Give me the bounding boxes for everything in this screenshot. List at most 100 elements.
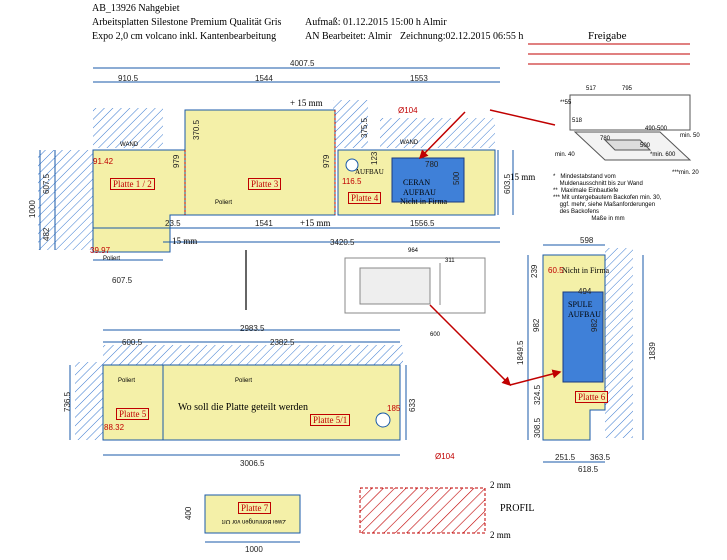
ceran-note: CERAN AUFBAU [403, 178, 436, 197]
right-counter [527, 244, 644, 463]
dim-15mm-right: 15 mm [510, 172, 536, 182]
plus15-mid: +15 mm [300, 218, 331, 228]
dim-375: 375.5 [360, 117, 369, 138]
dim-185: 185 [387, 404, 401, 413]
dim-1849: 1849.5 [516, 340, 525, 365]
plus15-top: + 15 mm [290, 98, 323, 108]
profile-section [359, 487, 486, 534]
dim-123: 123 [370, 151, 379, 165]
dim-1556: 1556.5 [410, 219, 435, 228]
dim-1000: 1000 [28, 200, 37, 218]
order-number: AB_13926 Nahgebiet [92, 3, 180, 14]
dim-3006: 3006.5 [240, 459, 265, 468]
spec-dim: 517 [586, 86, 597, 92]
spec-note-line: * Mindestabstand vom [553, 174, 616, 180]
dim-23: 23.5 [165, 219, 181, 228]
dim-324: 324.5 [533, 384, 542, 405]
dim-2382: 2382.5 [270, 338, 295, 347]
dim-top-total: 4007.5 [290, 59, 315, 68]
spec-notes: * Mindestabstand vom Muldenausschnitt bi… [553, 174, 661, 223]
top-counter [38, 67, 514, 310]
dim-91: 91.42 [93, 157, 114, 166]
spec-note-line: des Backofens [553, 209, 600, 215]
spec-dim: 500 [640, 143, 651, 149]
zeichnung-line: Zeichnung:02.12.2015 06:55 h [400, 31, 524, 42]
dim-363: 363.5 [590, 453, 611, 462]
dim-633: 633 [408, 398, 417, 412]
dim-494: 494 [578, 287, 592, 296]
lower-counter [69, 329, 407, 456]
dim-600b: 600.5 [122, 338, 143, 347]
dim-2983: 2983.5 [240, 324, 265, 333]
spec-note-line: *** Mit untergebautem Backofen min. 30, [553, 195, 662, 201]
poliert-1: Poliert [118, 378, 136, 384]
dim-607: 607.5 [42, 173, 51, 194]
material-line: Arbeitsplatten Silestone Premium Qualitä… [92, 17, 282, 28]
poliert-3: Poliert [215, 200, 233, 206]
spec-note-line: Muldenausschnitt bis zur Wand [553, 181, 643, 187]
dim-d104b: Ø104 [435, 452, 455, 461]
dim-607b: 607.5 [112, 276, 133, 285]
label-platte-4: Platte 4 [348, 192, 382, 204]
dim-500: 500 [452, 171, 461, 185]
dim-618: 618.5 [578, 465, 599, 474]
cooktop-spec-sketch [569, 94, 692, 161]
dim-60: 60.5 [548, 266, 564, 275]
dim-400: 400 [184, 506, 193, 520]
dim-1839: 1839 [648, 342, 657, 360]
sink-sketch [344, 257, 486, 314]
nicht-firma-right: Nicht in Firma [562, 266, 610, 275]
spec-dim: 518 [572, 118, 583, 124]
spec-dim: min. 40 [555, 152, 575, 158]
dim-370: 370.5 [192, 119, 201, 140]
dim-239: 239 [530, 264, 539, 278]
dim-964: 964 [408, 248, 419, 254]
spec-dim: ***min. 20 [672, 170, 699, 176]
dim-2mm-a: 2 mm [490, 480, 511, 490]
dim-308: 308.5 [533, 417, 542, 438]
dim-600: 600 [430, 332, 441, 338]
poliert-4: Poliert [103, 256, 121, 262]
dim-1000b: 1000 [245, 545, 263, 554]
spec-dim: 795 [622, 86, 633, 92]
label-platte-7: Platte 7 [238, 502, 272, 514]
aufmass-line: Aufmaß: 01.12.2015 15:00 h Almir [305, 17, 447, 28]
dim-88: 88.32 [104, 423, 125, 432]
dim-598: 598 [580, 236, 594, 245]
spec-dim: min. 50 [680, 133, 700, 139]
dim-116: 116.5 [342, 177, 362, 186]
spec-dim: 780 [600, 136, 611, 142]
spec-dim: 490-500 [645, 126, 668, 132]
dim-1553: 1553 [410, 74, 428, 83]
nicht-firma-top: Nicht in Firma [400, 197, 448, 206]
bearbeiter-line: AN Bearbeitet: Almir [305, 31, 392, 42]
dim-982a: 982 [532, 318, 541, 332]
dim-603: 603.5 [503, 173, 512, 194]
label-platte-5: Platte 5 [116, 408, 150, 420]
spec-note-line: ggf. mehr, siehe Maßanforderungen [553, 202, 656, 208]
red-arrows [418, 109, 562, 387]
wand-top: WAND [120, 142, 139, 148]
dim-1544: 1544 [255, 74, 273, 83]
platte-7-shape [204, 494, 301, 543]
freigabe-title: Freigabe [588, 30, 627, 42]
dim-2mm-b: 2 mm [490, 530, 511, 540]
dim-39: 39.97 [90, 246, 111, 255]
dim-311: 311 [445, 258, 455, 264]
dim-d104-top: Ø104 [398, 106, 418, 115]
poliert-2: Poliert [235, 378, 253, 384]
spec-note-line: Maße in mm [553, 216, 625, 222]
dim-15mm-left: 15 mm [172, 236, 198, 246]
dim-979b: 979 [322, 154, 331, 168]
label-platte-51: Platte 5/1 [310, 414, 351, 426]
dim-982b: 982 [590, 318, 599, 332]
dim-3420: 3420.5 [330, 238, 355, 247]
dim-979a: 979 [172, 154, 181, 168]
label-platte-6: Platte 6 [575, 391, 609, 403]
spec-note-line: ** Maximale Einbautiefe [553, 188, 619, 194]
finish-line: Expo 2,0 cm volcano inkl. Kantenbearbeit… [92, 31, 277, 42]
dim-1541: 1541 [255, 219, 273, 228]
profil-label: PROFIL [500, 503, 535, 514]
question-note: Wo soll die Platte geteilt werden [178, 402, 308, 413]
